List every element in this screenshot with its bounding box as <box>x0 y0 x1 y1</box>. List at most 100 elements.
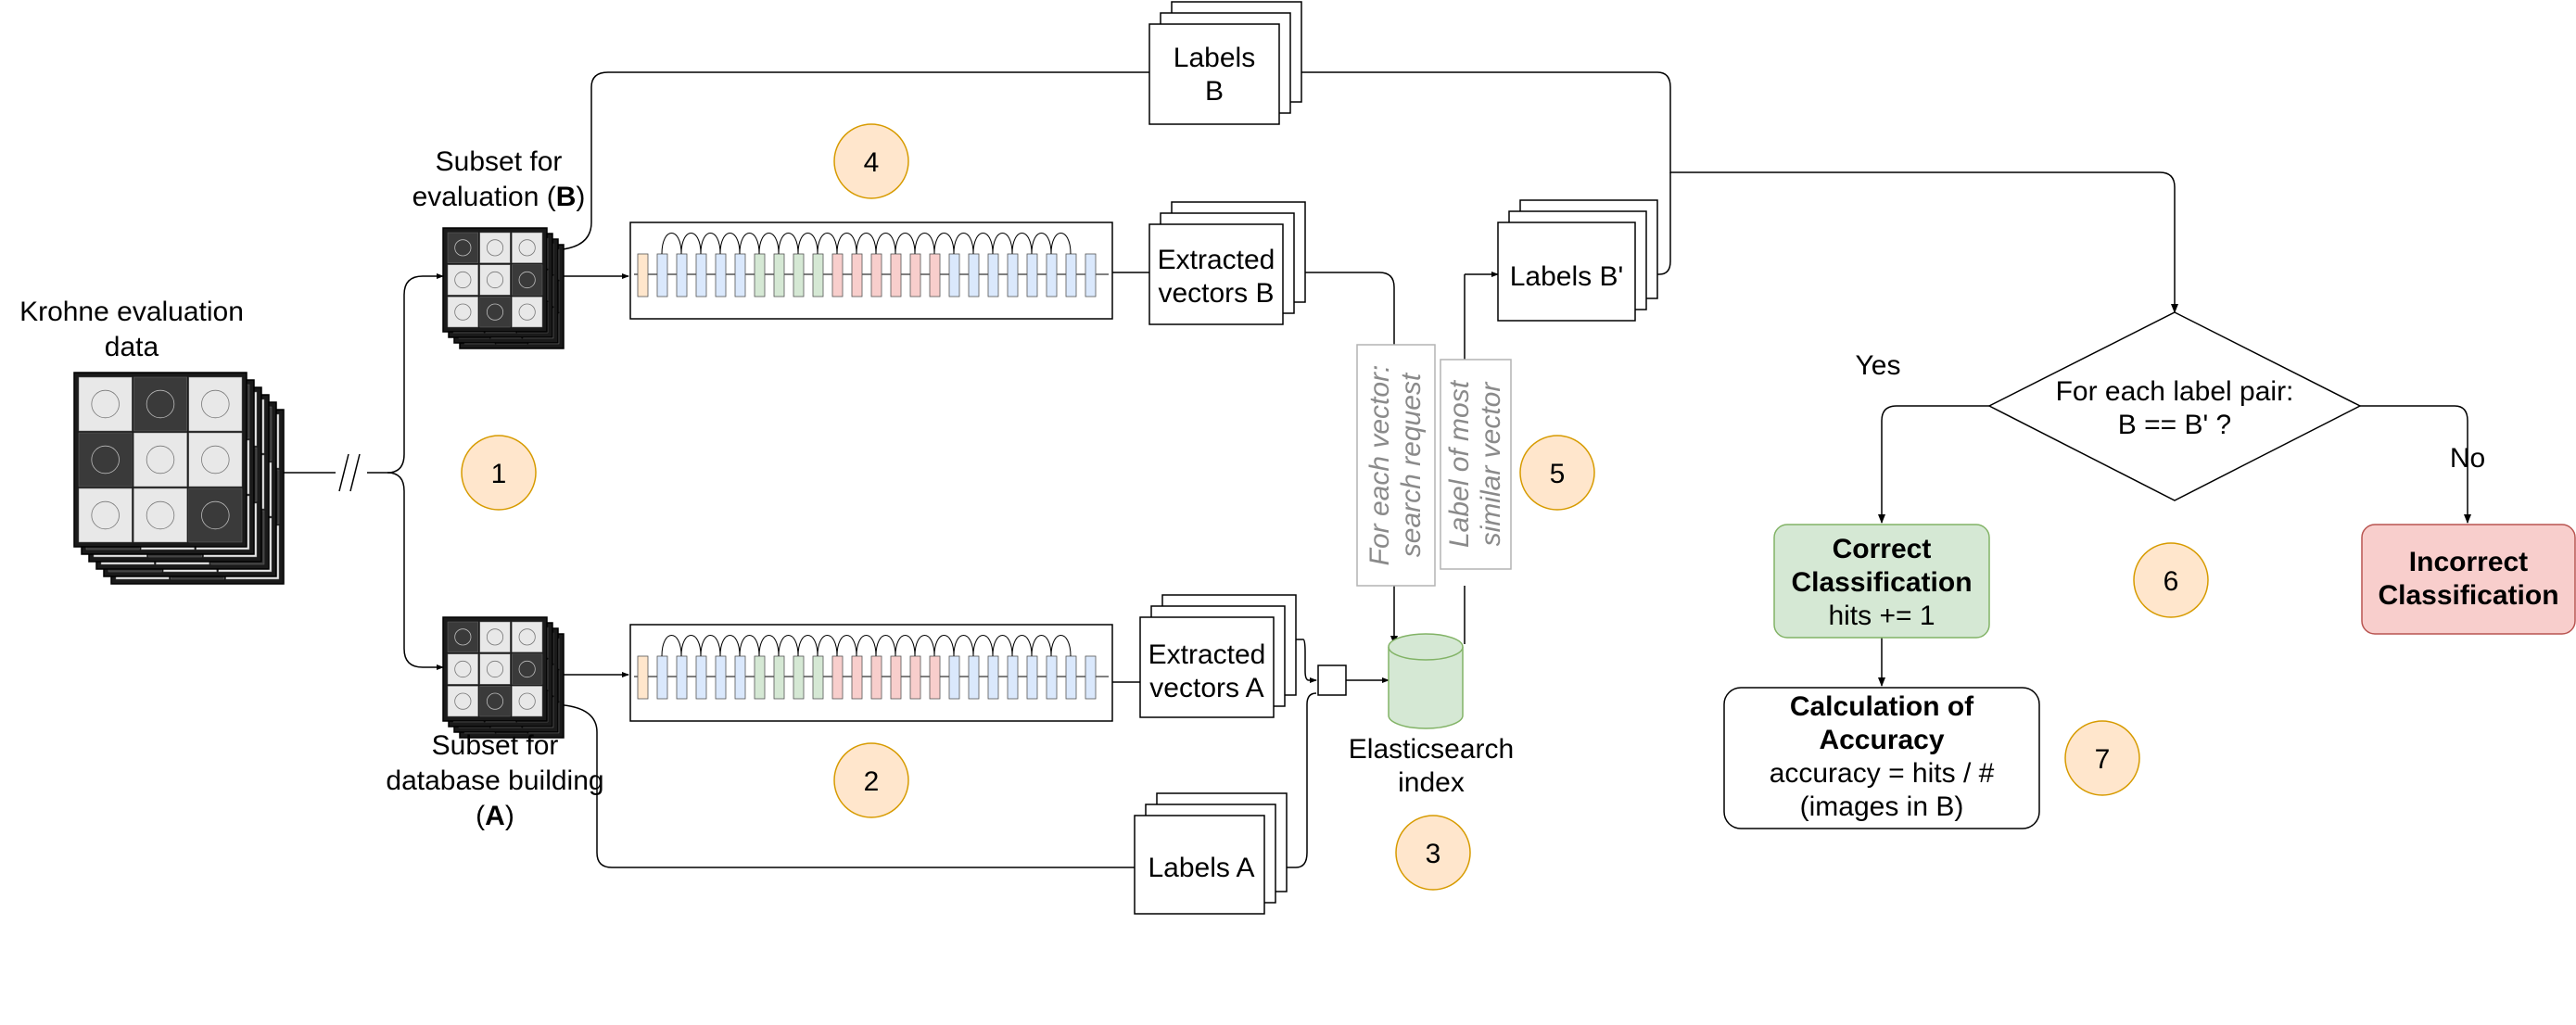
network-skip-arc <box>1011 635 1033 657</box>
most-similar-label: Label of most similar vector <box>1440 359 1512 570</box>
network-layer-block <box>890 655 902 700</box>
network-skip-arc <box>739 635 760 657</box>
network-layer-block <box>929 253 941 297</box>
network-layer-block <box>1065 253 1077 297</box>
network-layer-block <box>734 253 746 297</box>
step-3-circle <box>1395 815 1471 891</box>
krohne-line2: data <box>105 332 159 362</box>
network-skip-arc <box>914 635 935 657</box>
search-request-frame <box>1356 344 1436 587</box>
network-b-layers <box>634 233 1109 297</box>
accuracy-box: Calculation of Accuracy accuracy = hits … <box>1723 687 2040 829</box>
elasticsearch-cylinder-body <box>1388 647 1464 729</box>
step-6-circle <box>2133 542 2209 618</box>
labels-b-prime-sheet-1 <box>1497 221 1636 322</box>
step-2-number: 2 <box>864 766 880 797</box>
step-1-circle <box>461 435 537 511</box>
network-skip-arc <box>933 635 955 657</box>
network-layer-block <box>637 655 649 700</box>
network-layer-block <box>851 655 863 700</box>
correct-line2: Classification <box>1791 567 1972 598</box>
labels-b-line2: B <box>1205 76 1224 107</box>
search-request-label: For each vector: search request <box>1356 344 1436 587</box>
network-skip-arc <box>680 233 702 255</box>
network-skip-arc <box>953 635 974 657</box>
labels-b-line1: Labels <box>1174 43 1255 73</box>
vectors-a-line2: vectors A <box>1149 673 1263 703</box>
incorrect-line1: Incorrect <box>2409 547 2528 577</box>
network-skip-arc <box>875 635 896 657</box>
elasticsearch-cylinder-top <box>1388 633 1464 661</box>
network-layer-block <box>870 655 882 700</box>
step-2-circle <box>833 742 909 818</box>
labels-b-box: Labels B <box>1148 1 1302 125</box>
labels-b-prime-text: Labels B' <box>1510 261 1623 292</box>
network-skip-arc <box>1031 233 1052 255</box>
correct-frame <box>1773 524 1990 639</box>
decision-node: For each label pair: B == B' ? <box>1987 311 2362 501</box>
labels-b-sheet-1 <box>1148 23 1280 125</box>
network-skip-arc <box>680 635 702 657</box>
subset-eval-line1: Subset for <box>436 146 563 177</box>
network-layer-block <box>695 253 707 297</box>
db-to-labels-a-line <box>548 703 1135 868</box>
network-layer-block <box>968 655 980 700</box>
network-layer-block <box>968 253 980 297</box>
network-skip-arc <box>933 233 955 255</box>
step-7-number: 7 <box>2095 744 2111 775</box>
labels-a-to-merge-line <box>1285 692 1317 868</box>
krohne-data-stack <box>73 372 285 585</box>
network-layer-block <box>987 655 999 700</box>
network-layer-block <box>929 655 941 700</box>
network-skip-arc <box>895 635 916 657</box>
network-layer-block <box>1026 655 1038 700</box>
network-skip-arc <box>895 233 916 255</box>
network-skip-arc <box>817 635 838 657</box>
search-request-line2: search request <box>1396 372 1427 557</box>
network-layer-block <box>1065 655 1077 700</box>
no-label: No <box>2450 443 2485 474</box>
network-layer-block <box>1007 253 1019 297</box>
fork-to-eval-arrow <box>387 273 444 474</box>
network-layer-block <box>1046 655 1058 700</box>
decision-no-arrow <box>2360 405 2471 524</box>
network-layer-block <box>870 253 882 297</box>
network-layer-block <box>1085 655 1097 700</box>
step-3: 3 <box>1395 815 1471 891</box>
subset-db-line2: database building <box>386 766 603 796</box>
labels-b-prime-to-decision-line <box>1635 172 1671 275</box>
accuracy-line2: Accuracy <box>1819 725 1944 755</box>
accuracy-line3: accuracy = hits / # <box>1770 758 1995 789</box>
accuracy-line4: (images in B) <box>1800 791 1964 822</box>
step-6-number: 6 <box>2164 566 2179 597</box>
network-skip-arc <box>1011 233 1033 255</box>
network-layer-block <box>793 253 805 297</box>
network-layer-block <box>715 253 727 297</box>
fork-to-db-arrow <box>387 472 444 670</box>
network-layer-block <box>1085 253 1097 297</box>
step-7-circle <box>2064 720 2140 796</box>
step-3-number: 3 <box>1426 839 1441 869</box>
network-layer-block <box>909 655 921 700</box>
incorrect-line2: Classification <box>2378 580 2558 611</box>
network-skip-arc <box>953 233 974 255</box>
network-skip-arc <box>992 635 1013 657</box>
network-skip-arc <box>758 635 780 657</box>
network-layer-block <box>637 253 649 297</box>
network-skip-arc <box>914 233 935 255</box>
decision-line1: For each label pair: <box>2056 376 2294 407</box>
network-layer-block <box>656 253 668 297</box>
step-5-number: 5 <box>1550 459 1566 489</box>
network-skip-arc <box>856 233 877 255</box>
network-layer-block <box>754 253 766 297</box>
yes-label: Yes <box>1856 350 1901 381</box>
network-layer-block <box>812 655 824 700</box>
step-5: 5 <box>1519 435 1595 511</box>
extracted-vectors-b-box: Extracted vectors B <box>1148 201 1306 325</box>
eval-subset-stack <box>442 227 565 349</box>
network-skip-arc <box>661 635 682 657</box>
network-layer-block <box>773 655 785 700</box>
step-2: 2 <box>833 742 909 818</box>
correct-line1: Correct <box>1833 534 1932 564</box>
